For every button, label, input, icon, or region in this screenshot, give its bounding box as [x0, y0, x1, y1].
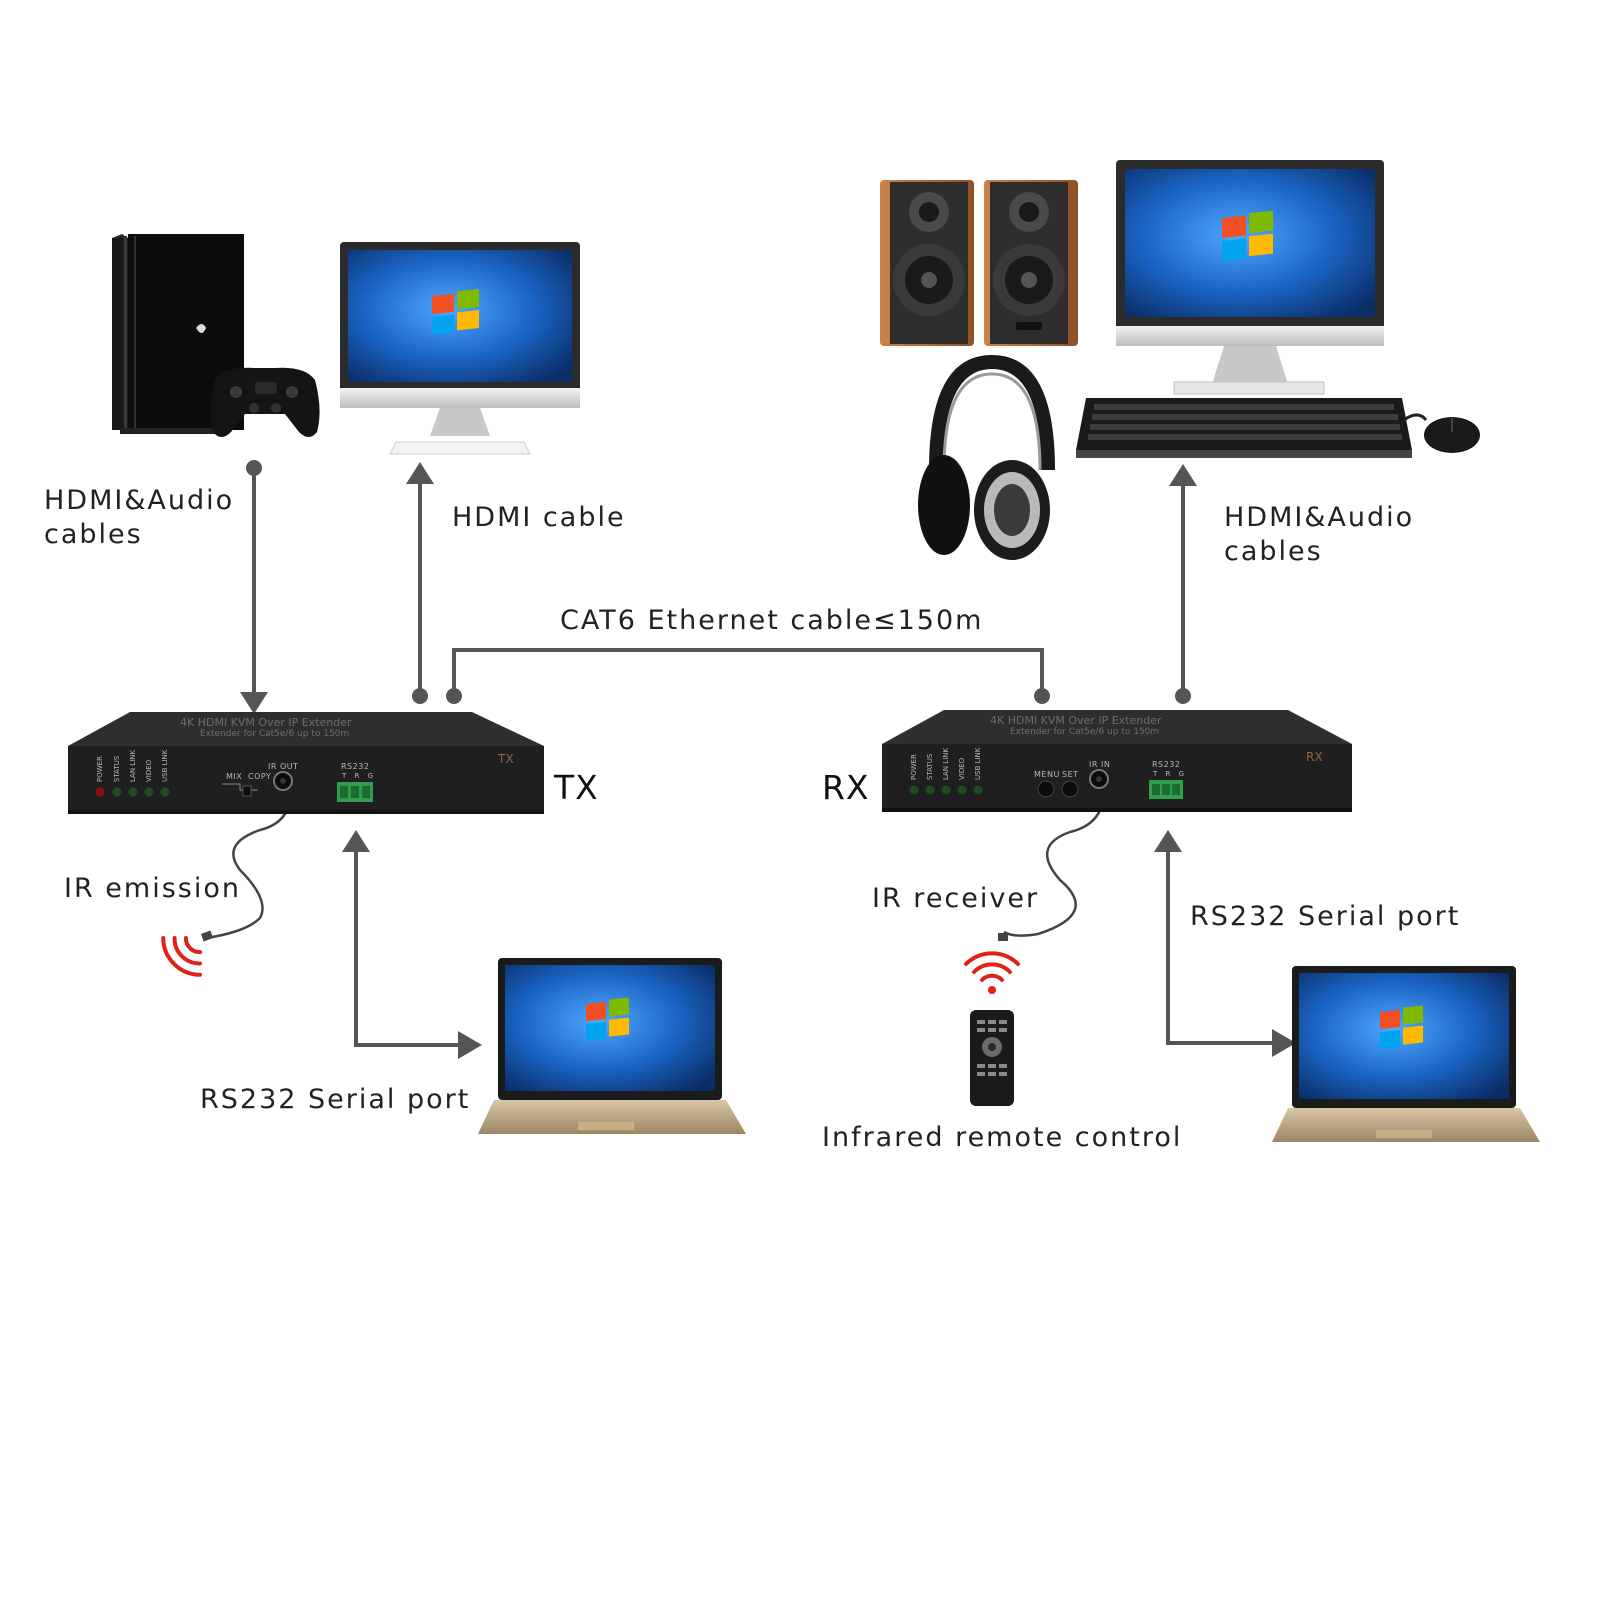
ir-signal-icon [161, 936, 202, 977]
rx-top-face-subtext: Extender for Cat5e/6 up to 150m [1010, 727, 1160, 737]
laptop-icon [1272, 966, 1540, 1142]
tx-led-label: VIDEO [145, 759, 153, 782]
rx-corner-tag: RX [1306, 750, 1323, 764]
rx-rs232-label: RS232 Serial port [1190, 901, 1461, 932]
rx-rs232-arrow [1154, 830, 1296, 1057]
tx-led-label: POWER [96, 756, 104, 782]
ir-in-cable [998, 789, 1106, 941]
rx-set-label: SET [1062, 770, 1079, 779]
gamepad-icon [210, 367, 320, 437]
ir-receiver-label: IR receiver [872, 883, 1040, 914]
tx-hdmi-audio-label-line1: HDMI&Audio [44, 485, 235, 516]
rx-buttons [1037, 780, 1079, 798]
monitor-icon [340, 242, 580, 436]
headphones-icon [918, 354, 1055, 560]
speaker-icon [880, 180, 1078, 346]
ethernet-cable-line [446, 648, 1050, 704]
remote-control-label: Infrared remote control [822, 1122, 1183, 1153]
tx-corner-tag: TX [498, 752, 514, 766]
ir-in-port [1089, 769, 1109, 789]
tx-led-label: STATUS [113, 755, 121, 782]
tx-switch-copy-label: COPY [248, 772, 272, 781]
rx-led-label: LAN LINK [942, 747, 950, 780]
tx-hdmi-cable-arrow [406, 462, 434, 704]
laptop-icon [478, 958, 746, 1134]
rx-menu-label: MENU [1034, 770, 1060, 779]
tx-rs232-arrow [342, 830, 482, 1059]
keyboard-icon [389, 441, 531, 455]
rx-hdmi-audio-label-line1: HDMI&Audio [1224, 502, 1415, 533]
rx-led-label: VIDEO [958, 757, 966, 780]
tx-hdmi-audio-arrow [240, 460, 268, 714]
mouse-icon [1403, 413, 1480, 453]
rx-rs232-terminal [1149, 780, 1183, 799]
rx-hdmi-audio-arrow [1169, 464, 1197, 704]
tx-hdmi-cable-label: HDMI cable [452, 502, 626, 533]
tx-top-face-text: 4K HDMI KVM Over IP Extender [180, 716, 352, 729]
ir-out-port [273, 771, 293, 791]
ir-emission-label: IR emission [64, 873, 241, 904]
tx-serial-header: RS232 [341, 762, 370, 771]
tx-top-face-subtext: Extender for Cat5e/6 up to 150m [200, 729, 350, 739]
tx-rs232-label: RS232 Serial port [200, 1084, 471, 1115]
rx-led-label: USB LINK [974, 747, 982, 780]
rx-unit-label: RX [822, 768, 870, 807]
monitor-icon [1116, 160, 1384, 395]
rx-hdmi-audio-label-line2: cables [1224, 536, 1323, 567]
rx-extender-unit [882, 710, 1352, 812]
rx-ir-port-label: IR IN [1089, 760, 1111, 769]
ir-out-cable [200, 789, 292, 942]
keyboard-icon [1076, 398, 1412, 458]
rx-led-label: POWER [910, 754, 918, 780]
rx-top-face-text: 4K HDMI KVM Over IP Extender [990, 714, 1162, 727]
tx-extender-unit [68, 712, 544, 814]
rx-led-row [909, 785, 983, 795]
tx-led-label: USB LINK [161, 749, 169, 782]
tx-hdmi-audio-label-line2: cables [44, 519, 143, 550]
remote-control-icon [970, 1010, 1014, 1106]
mix-copy-switch [222, 783, 258, 797]
tx-rs232-terminal [337, 782, 373, 802]
tx-led-row [95, 787, 170, 797]
ethernet-cable-label: CAT6 Ethernet cable≤150m [560, 605, 984, 636]
tx-unit-label: TX [554, 768, 599, 807]
tx-serial-pins: T R G [342, 772, 377, 780]
tx-led-label: LAN LINK [129, 749, 137, 782]
rx-led-label: STATUS [926, 753, 934, 780]
rx-serial-header: RS232 [1152, 760, 1181, 769]
ir-signal-icon [964, 951, 1020, 994]
tx-ir-port-label: IR OUT [268, 762, 299, 771]
rx-serial-pins: T R G [1153, 770, 1188, 778]
tx-switch-mix-label: MIX [226, 772, 243, 781]
